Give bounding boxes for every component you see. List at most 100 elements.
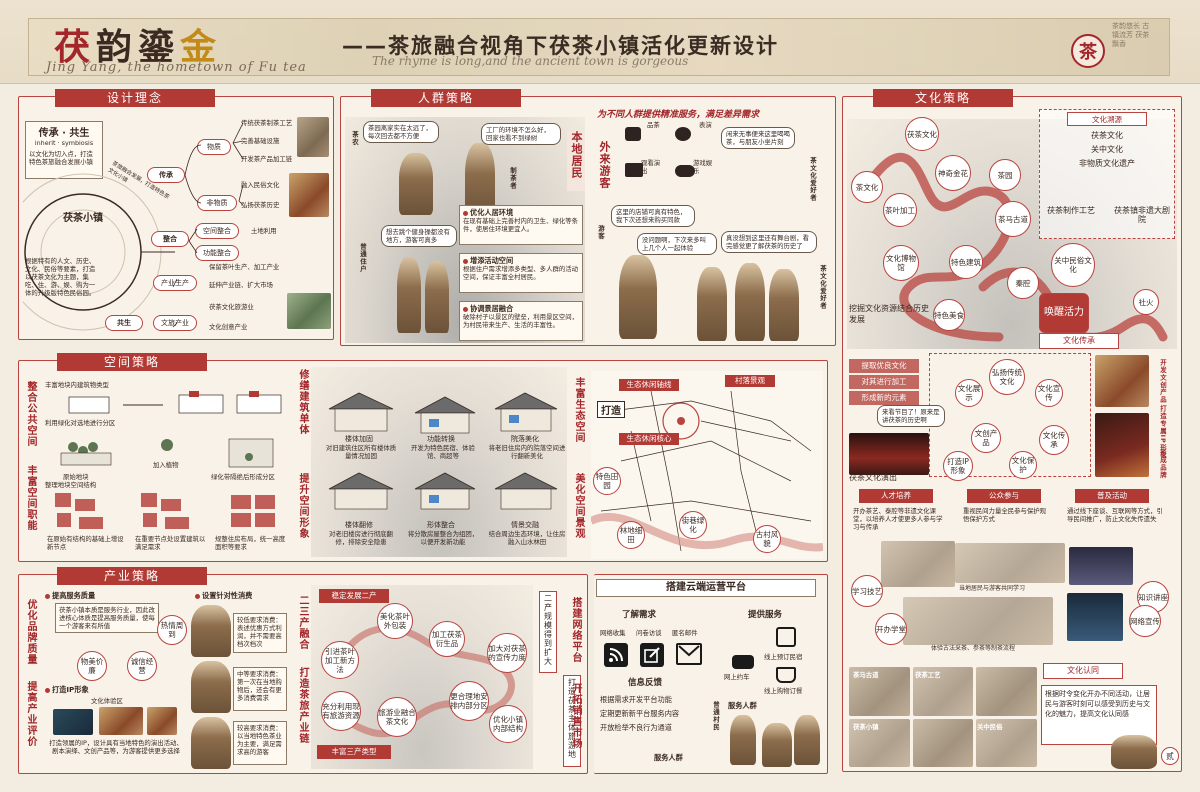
- stable-label: 稳定发展二产: [319, 589, 389, 603]
- home-icon: [776, 627, 796, 647]
- sub-func: 功能整合: [195, 245, 239, 261]
- local-tag: 本地居民: [567, 131, 585, 191]
- spread-circle-0: 弘扬传统文化: [989, 359, 1025, 395]
- space-step-4: 绿化带隔绝后形成分区: [211, 473, 275, 481]
- tourist-tag: 外来游客: [598, 141, 611, 189]
- panel-title: 文化策略: [873, 89, 1013, 107]
- spread-circle-6: 文化传承: [1039, 425, 1069, 455]
- feedback-2: 开放检举不良行为通道: [600, 723, 672, 732]
- slogan: 为不同人群提供精准服务，满足差异需求: [597, 110, 760, 120]
- poem-seal: 茶韵悠长 古镇流芳 茯茶飘香: [1112, 22, 1150, 48]
- panel-title: 设计理念: [55, 89, 215, 107]
- ind-side-5-box: 二产规模得到扩大: [539, 591, 557, 673]
- space-step-7: 在重要节点处设置建筑以满足需求: [135, 535, 206, 551]
- targeted-2: 较高要求消费：以当地特色茶业为主要，满足需求高的游客: [233, 721, 287, 765]
- leaf-3: 融入民俗文化: [241, 181, 280, 189]
- node-integrate: 整合: [151, 231, 189, 247]
- resident-figure-2: [425, 261, 449, 333]
- green-diagram: [60, 438, 274, 468]
- bld-desc-4: 将分散房屋整合为组团，以便开发新功能: [407, 530, 479, 546]
- leaf-2: 开发茶产品加工链: [241, 155, 293, 163]
- strategy-0: 优化人居环境 在现有基础上完善村内的卫生、绿化等条件，使居住环境更宜人。: [459, 205, 583, 245]
- panel-title: 产业策略: [57, 567, 207, 585]
- platform-title: 搭建云端运营平台: [596, 579, 816, 597]
- scroll-tag-1: 茯茶工艺: [915, 671, 941, 679]
- ind-side-3: 二三产融合: [297, 595, 308, 650]
- space-side-4: 提升空间形象: [297, 473, 308, 539]
- villager-figure-3: [794, 715, 820, 765]
- block-diagram-1: [68, 391, 282, 414]
- node-food: 特色美食: [933, 299, 965, 331]
- improve-desc: 茯茶小镇本质是服务行业，因此改进核心体质是提高服务质量，使每一个游客来有所值: [55, 603, 159, 633]
- concept-left-desc: 根据特有的人文、历史、文化、民俗等要素，打造以茯茶文化为主题，集吃、住、游、娱、…: [25, 257, 96, 297]
- villager-figure: [730, 715, 756, 765]
- panel-space-strategy: 空间策略 整合公共空间 丰富空间职能 丰富地块内建筑物类型 利用绿化对选地进行分…: [18, 353, 828, 562]
- map-label-build: 打造: [597, 401, 625, 418]
- provide-2: 网上约车: [724, 673, 750, 681]
- node-fucha: 茯茶文化: [905, 117, 939, 151]
- scroll-painting: [912, 667, 974, 716]
- label-lover-2: 茶文化爱好者: [819, 265, 827, 310]
- page-subtitle: The rhyme is long,and the ancient town i…: [372, 54, 689, 68]
- identity-scrolls: [849, 667, 1037, 767]
- map-circle-1: 林地细田: [617, 521, 645, 549]
- svc-game: 游戏娱乐: [693, 159, 713, 175]
- space-step-5: 整理地块空间结构: [45, 481, 97, 489]
- page-number: 贰: [1161, 747, 1179, 765]
- scroll-tag-3: 关中民俗: [977, 723, 1003, 731]
- space-step-1: 利用绿化对选地进行分区: [45, 419, 116, 427]
- label-resident: 普通住户: [359, 243, 367, 273]
- quote-0: 茶园离家实在太远了，每次回去都不方便: [363, 121, 439, 143]
- tea-craft-image: [297, 117, 329, 157]
- node-garden: 茶园: [989, 159, 1021, 191]
- tourist-figure: [619, 255, 657, 339]
- space-side-6: 美化空间景观: [573, 473, 584, 539]
- spread-bar-2: 形成新的元素: [849, 391, 919, 405]
- spread-circle-1: 文化展示: [955, 379, 983, 407]
- bld-desc-0: 对旧建筑住区所有楼体质量情况加固: [325, 444, 397, 460]
- service-icons: [625, 127, 695, 177]
- ip-image-2: [147, 707, 177, 735]
- ip-sub: 文化体验区: [91, 697, 123, 705]
- learning-image: [955, 543, 1065, 583]
- space-step-3: 加入植物: [153, 461, 179, 469]
- show-image: [849, 433, 929, 475]
- show-label: 茯茶文化演出: [849, 473, 897, 482]
- need-0: 网络收集: [600, 629, 626, 637]
- sub-culture: 文旅产业: [153, 315, 197, 331]
- spread-circle-2: 文化宣传: [1035, 379, 1063, 407]
- identity-card: 根据时令变化开办不同活动，让居民与游客时刻可以感受到历史与文化的魅力，提高文化认…: [1041, 685, 1157, 745]
- trace-1: 关中文化: [1091, 145, 1123, 154]
- scroll-painting: [849, 718, 910, 767]
- node-inherit: 传承: [147, 167, 185, 183]
- spread-circle-3: 文创产品: [971, 423, 1001, 453]
- space-side-3: 修缮建筑单体: [297, 369, 308, 435]
- feedback-0: 根据需求开发平台功能: [600, 695, 672, 704]
- label-tourist: 游客: [597, 225, 605, 240]
- ind-side-6-box: 打造茯茶主体旅游地: [563, 675, 581, 767]
- show-bubble: 来看节目了！原来是讲茯茶的历史啊: [877, 405, 945, 427]
- node-teaculture: 茶文化: [851, 171, 883, 203]
- chain-5: 旅游业融合茶文化: [377, 697, 417, 737]
- panel-people-strategy: 人群策略 为不同人群提供精准服务，满足差异需求 茶农 制茶者 普通住户 茶园离家…: [340, 89, 836, 346]
- mail-icon: [676, 643, 702, 665]
- center-label: 茯茶小镇: [63, 213, 103, 224]
- space-step-2: 原始地块: [63, 473, 89, 481]
- promo-title: 普及活动: [1075, 489, 1149, 503]
- leaf-6: 保留茶叶生产、加工产业: [209, 263, 280, 271]
- map-label-village: 村落景观: [725, 375, 775, 387]
- chain-1: 美化茶叶外包装: [377, 603, 413, 639]
- svc-show: 表演: [699, 121, 712, 129]
- scroll-painting: [976, 718, 1037, 767]
- lecture-image: [1069, 547, 1133, 585]
- map-label-axis: 生态休闲轴线: [619, 379, 679, 391]
- chain-7: 优化小镇内部结构: [489, 705, 527, 743]
- scroll-painting: [849, 667, 910, 716]
- map-label-core: 生态休闲核心: [619, 433, 679, 445]
- map-circle-0: 特色田园: [593, 467, 621, 495]
- core-title: 传承 · 共生: [38, 128, 90, 139]
- node-arch: 特色建筑: [949, 245, 983, 279]
- panel-title: 空间策略: [57, 353, 207, 371]
- svc-watch: 观看演出: [641, 159, 661, 175]
- ip-desc: 打造领属的IP，设计具有当地特色的演出活动、剧本演绎、文创产品等，为游客提供更多…: [49, 739, 183, 755]
